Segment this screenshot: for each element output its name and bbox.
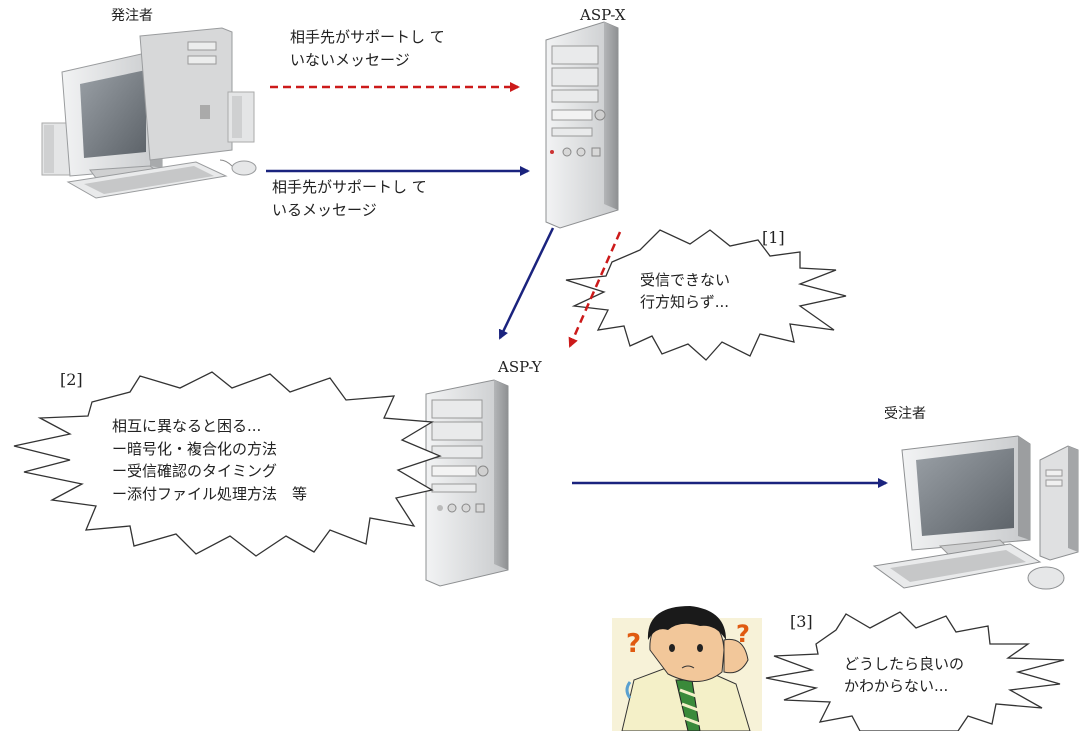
bubble1-shape [565,229,847,361]
bubble3-line1: どうしたら良いの [844,655,965,673]
supported-label-line2: いるメッセージ [272,201,377,220]
unsupported-label-line2: いないメッセージ [290,51,410,70]
asp-y-label: ASP-Y [498,358,542,376]
bubble2-shape [13,371,442,557]
svg-text:?: ? [626,629,641,659]
bubble2-number: [2] [60,370,83,389]
bubble2-line4: ー添付ファイル処理方法 等 [112,484,308,503]
orderer-label: 発注者 [111,8,153,24]
svg-text:?: ? [736,620,750,648]
bubble2-line3: ー受信確認のタイミング [112,462,278,480]
unsupported-message-label: 相手先がサポートし て いないメッセージ [290,26,445,73]
confused-person-illustration: ? ? [612,606,762,731]
bubble1-line1: 受信できない [640,271,731,289]
bubble3-number: [3] [790,612,813,631]
asp-x-server [545,21,619,229]
orderer-computer [41,27,257,199]
bubble1-line2: 行方知らず... [640,292,730,311]
asp-x-label: ASP-X [580,6,626,24]
supported-label-line1: 相手先がサポートし て [272,178,427,196]
asp-y-server [425,379,509,587]
bubble3-shape [765,611,1065,731]
bubble3-line2: かわからない... [844,676,949,695]
bubble2-line1: 相互に異なると困る... [112,417,262,435]
receiver-label: 受注者 [884,406,926,422]
supported-message-label: 相手先がサポートし て いるメッセージ [272,176,427,223]
asp-x-to-asp-y-arrow [498,227,555,340]
bubble2-line2: ー暗号化・複合化の方法 [112,439,278,458]
unsupported-label-line1: 相手先がサポートし て [290,28,445,46]
receiver-computer [872,435,1079,590]
lost-message-arrow [568,231,622,348]
bubble2-text: 相互に異なると困る... ー暗号化・複合化の方法 ー受信確認のタイミング ー添付… [112,415,307,505]
bubble3-text: どうしたら良いの かわからない... [844,654,964,698]
bubble1-text: 受信できない 行方知らず... [640,270,730,314]
bubble1-number: [1] [762,228,785,247]
